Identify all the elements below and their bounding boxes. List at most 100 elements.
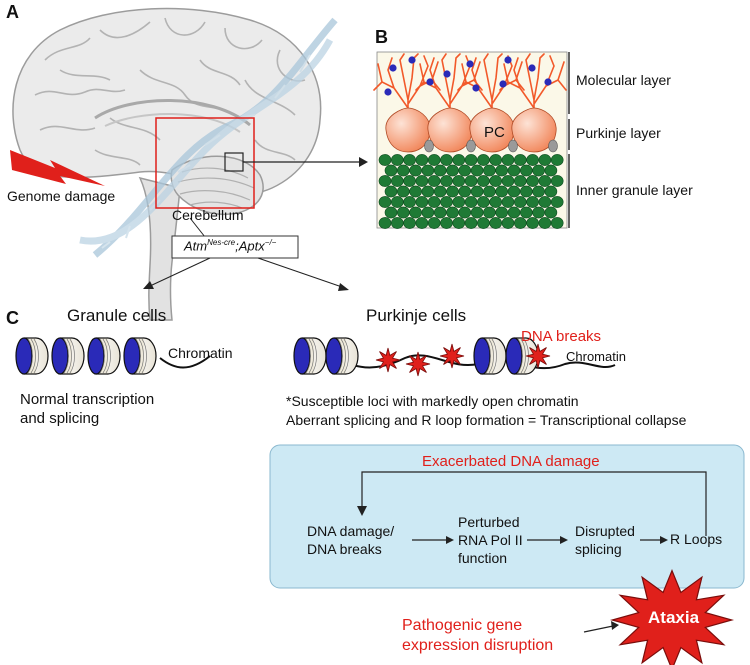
granule-cell [384,185,398,198]
granule-cell [532,206,545,219]
granule-cell [396,206,410,219]
arrow-to-granule-line [149,257,211,287]
granule-cell [544,206,558,219]
mechanism-box [269,444,745,589]
granule-cell [538,154,552,166]
granule-cell [538,217,552,229]
granule-cell [440,196,453,208]
step-rna-pol-line3: function [458,550,508,566]
stellate-nucleus [528,64,536,72]
stellate-nucleus [544,78,552,86]
granule-cell [403,175,416,187]
granule-cell [526,196,539,208]
bergmann-glia [548,139,558,153]
arrow-to-purkinje-line [257,257,343,288]
granule-cell [519,206,533,219]
granule-cell [507,206,521,219]
granule-cell [489,196,503,208]
stellate-nucleus [389,64,397,72]
granule-cell [378,196,392,208]
arrow-to-granule-head [143,281,154,289]
granule-cell [390,175,404,187]
step-dna-damage: DNA damage/ DNA breaks [307,522,394,558]
step-dna-damage-line2: DNA breaks [307,541,382,557]
granule-cell [544,185,558,198]
granule-cell [403,196,416,208]
normal-text-2: and splicing [20,410,100,427]
pathogenic-arrow-line [583,625,614,633]
granule-cell [526,154,539,166]
genotype-label: AtmNes-cre;Aptx−/− [184,238,277,254]
granule-cell [538,175,552,187]
granule-cell [477,154,490,166]
granule-cell [477,217,490,229]
granule-cell [415,154,429,166]
granule-cell [421,206,435,219]
bergmann-glia [424,139,434,153]
granule-cell [415,175,429,187]
nucleosome [15,337,49,375]
nucleosome [325,337,359,375]
purkinje-cell-body [427,107,473,153]
panel-label-a: A [6,2,19,22]
stellate-nucleus [408,56,416,64]
granule-cell [452,175,466,187]
granule-cell [507,164,521,177]
stellate-nucleus [472,84,480,92]
granule-cell [440,154,453,166]
granule-cells [378,154,564,229]
granule-cell [458,164,472,177]
molecular-layer-label: Molecular layer [576,72,671,88]
stellate-nucleus [426,78,434,86]
ataxia-starburst [609,569,735,665]
granule-cell [415,196,429,208]
granule-cell [550,217,564,229]
chromatin-label-right: Chromatin [566,349,626,364]
granule-cell [440,175,453,187]
granule-cell [477,175,490,187]
purkinje-layer-label: Purkinje layer [576,125,661,141]
genotype-box [171,235,299,259]
granule-cell [452,217,466,229]
dna-break-star [375,347,401,373]
step-dna-damage-line1: DNA damage/ [307,523,395,539]
step-splicing-line1: Disrupted [575,523,635,539]
granule-cell [384,206,398,219]
granule-cell [390,196,404,208]
step-splicing-line2: splicing [575,541,622,557]
granule-cell [501,175,515,187]
granule-cell [483,206,496,219]
granule-cell [464,217,478,229]
granule-cell [403,217,416,229]
panel-label-c: C [6,308,19,328]
nucleosome [123,337,157,375]
granule-cells-title: Granule cells [67,306,167,325]
panel-label-b: B [375,27,388,47]
granule-cell [501,154,515,166]
dna-breaks-label: DNA breaks [521,328,602,345]
granule-cell [458,185,472,198]
granule-cell [470,185,484,198]
nucleosome [293,337,327,375]
susceptible-loci-text: *Susceptible loci with markedly open chr… [286,393,579,409]
lightning-bolt-icon [10,150,105,186]
stellate-cell-nuclei [384,56,552,96]
genome-damage-label: Genome damage [7,188,116,204]
granule-cell [489,154,503,166]
cerebellum-label: Cerebellum [172,207,244,223]
brain-illustration [12,7,322,321]
open-chromatin [293,337,616,377]
cerebellum-leader-line [189,217,206,238]
granule-cell [519,185,533,198]
granule-cell [470,164,484,177]
granule-cell [403,154,416,166]
granule-cell [427,196,441,208]
granule-cell [526,217,539,229]
purkinje-cells-title: Purkinje cells [366,306,467,325]
granule-cell [464,175,478,187]
feedback-loop-line [361,471,707,536]
granule-cell [513,154,527,166]
granule-cell [477,196,490,208]
stellate-nucleus [466,60,474,68]
granule-cell [526,175,539,187]
